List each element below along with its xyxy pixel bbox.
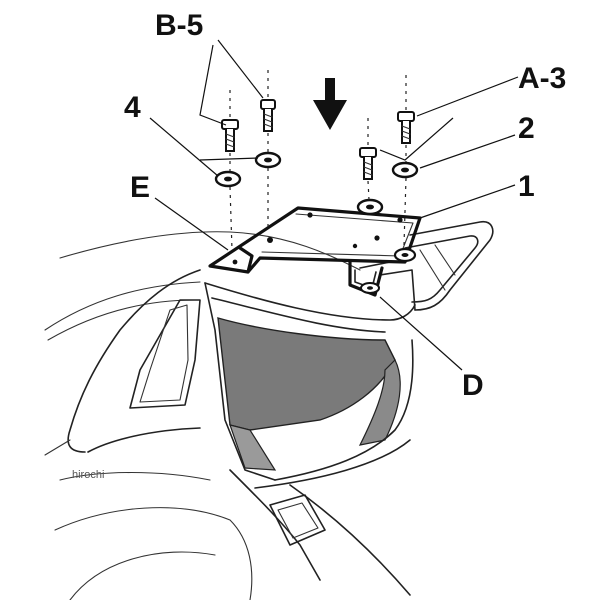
mounting-plate (208, 206, 422, 297)
label-1: 1 (518, 170, 535, 203)
washer-2 (391, 161, 419, 179)
tail-light-area (217, 317, 396, 431)
washer-4 (214, 170, 242, 188)
plate-washers (356, 198, 417, 294)
bolt-b5 (260, 99, 276, 132)
label-a3: A-3 (518, 62, 566, 95)
leader-lines (149, 39, 519, 371)
washer-b5 (254, 151, 282, 169)
assembly-axes (229, 70, 407, 251)
bolt-a3 (397, 111, 415, 144)
bolt-4 (221, 119, 239, 152)
label-d: D (462, 369, 484, 402)
bolt-center (359, 147, 377, 180)
label-2: 2 (518, 112, 535, 145)
grab-rail (359, 220, 494, 311)
label-4: 4 (124, 91, 141, 124)
label-b5: B-5 (155, 9, 203, 42)
motorcycle-body (44, 231, 416, 600)
label-e: E (130, 171, 150, 204)
watermark: hirochi (72, 469, 104, 481)
down-arrow-icon (313, 78, 347, 130)
